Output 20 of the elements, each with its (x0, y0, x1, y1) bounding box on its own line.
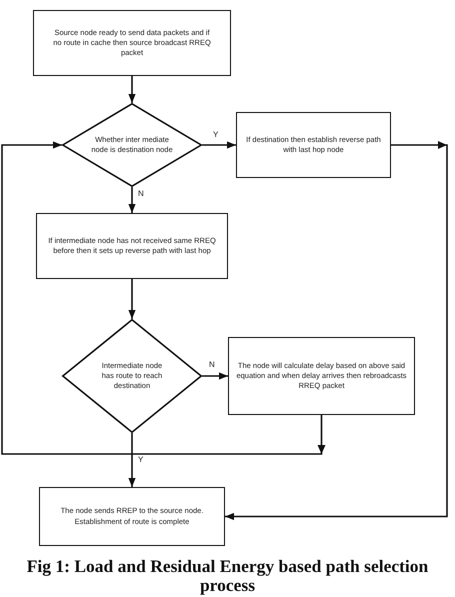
arrow (225, 144, 448, 520)
arrow (128, 187, 136, 213)
arrow (202, 372, 228, 380)
process-box (33, 10, 231, 76)
arrow (128, 76, 136, 103)
edge-label: N (208, 361, 216, 369)
edge-label: N (137, 190, 145, 198)
edge-label: Y (137, 456, 144, 464)
edge-label: Y (212, 131, 220, 139)
arrow (202, 141, 236, 149)
process-box (36, 213, 228, 279)
decision-diamond (62, 103, 202, 187)
arrow (128, 433, 136, 487)
process-box (228, 337, 415, 415)
figure-caption: Fig 1: Load and Residual Energy based path selection process (26, 557, 430, 595)
process-box (236, 112, 391, 178)
process-box (39, 487, 225, 546)
arrow (1, 141, 322, 455)
arrow (128, 279, 136, 319)
decision-diamond (62, 319, 202, 433)
